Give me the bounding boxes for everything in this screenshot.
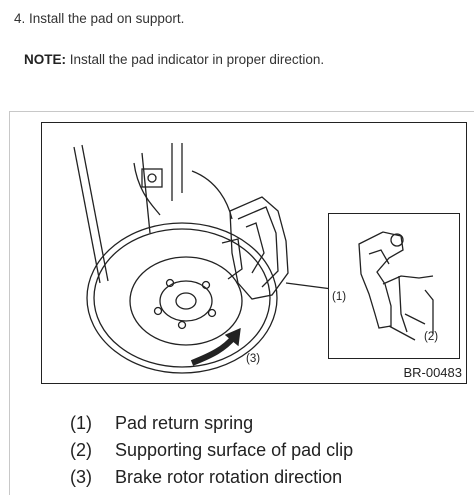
figure-legend: (1) Pad return spring (2) Supporting sur… — [70, 410, 353, 491]
brake-assembly-drawing — [73, 143, 373, 374]
legend-item: (3) Brake rotor rotation direction — [70, 464, 353, 491]
note-label: NOTE: — [24, 52, 66, 67]
brake-illustration: (1) (2) (3) BR-00483 — [41, 122, 467, 384]
pad-clip-detail-inset — [328, 213, 460, 359]
note: NOTE: Install the pad indicator in prope… — [24, 52, 324, 67]
figure-code: BR-00483 — [403, 365, 462, 380]
legend-item: (2) Supporting surface of pad clip — [70, 437, 353, 464]
legend-number: (1) — [70, 413, 92, 433]
callout-3: (3) — [246, 353, 261, 365]
callout-1: (1) — [332, 291, 347, 303]
callout-2: (2) — [424, 331, 439, 343]
legend-text: Supporting surface of pad clip — [115, 440, 354, 460]
note-text: Install the pad indicator in proper dire… — [69, 52, 325, 67]
pad-clip-detail-drawing — [358, 231, 434, 341]
legend-number: (3) — [70, 467, 92, 487]
legend-text: Pad return spring — [115, 413, 254, 433]
legend-item: (1) Pad return spring — [70, 410, 353, 437]
legend-number: (2) — [70, 440, 92, 460]
step-instruction: 4. Install the pad on support. — [14, 11, 185, 26]
legend-text: Brake rotor rotation direction — [115, 467, 343, 487]
